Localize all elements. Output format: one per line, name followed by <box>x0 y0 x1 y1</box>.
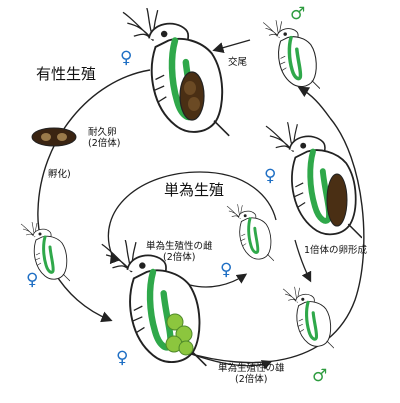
male-symbol-top-right: ♂ <box>290 4 306 24</box>
daphnia-bottom-center <box>102 240 207 366</box>
arrow-mating <box>212 39 251 54</box>
hatching-label: 孵化) <box>48 169 71 180</box>
parth-female-label: 単為生殖性の雌 (2倍体) <box>146 241 213 264</box>
arrow-large-right <box>184 117 365 364</box>
parth-female-text: 単為生殖性の雌 <box>146 241 213 252</box>
arrow-parthenogenesis <box>107 171 277 265</box>
mating-label: 交尾 <box>228 57 248 68</box>
daphnia-right-egg-bearing <box>266 122 362 238</box>
male-symbol-bottom-right: ♂ <box>312 366 328 386</box>
daphnia-top-right-male <box>262 20 320 90</box>
daphnia-top-center <box>123 8 229 136</box>
resting-egg-text: 耐久卵 <box>88 127 117 138</box>
ephippium-icon <box>31 127 77 147</box>
arrow-haploid-egg <box>294 239 312 283</box>
daphnia-middle-small <box>226 204 274 262</box>
resting-egg-label: 耐久卵 (2倍体) <box>88 127 121 150</box>
parth-male-ploidy: (2倍体) <box>235 373 268 385</box>
parth-male-label: 単為生殖性の雄 (2倍体) <box>218 363 285 386</box>
arrow-to-parth-female <box>189 273 248 288</box>
female-symbol-bottom: ♀ <box>116 348 129 368</box>
haploid-egg-label: 1倍体の卵形成 <box>304 245 368 256</box>
female-symbol-left: ♀ <box>26 270 39 290</box>
parth-female-ploidy: (2倍体) <box>163 251 196 263</box>
arrow-to-resting-egg <box>37 69 151 211</box>
sexual-reproduction-label: 有性生殖 <box>36 65 97 83</box>
resting-egg-ploidy: (2倍体) <box>88 137 121 149</box>
parthenogenesis-label: 単為生殖 <box>164 181 225 199</box>
parth-male-text: 単為生殖性の雄 <box>218 363 285 374</box>
female-symbol-top: ♀ <box>120 48 133 68</box>
female-symbol-right: ♀ <box>264 166 277 186</box>
daphnia-bottom-right-male <box>282 286 334 350</box>
female-symbol-middle: ♀ <box>220 260 233 280</box>
